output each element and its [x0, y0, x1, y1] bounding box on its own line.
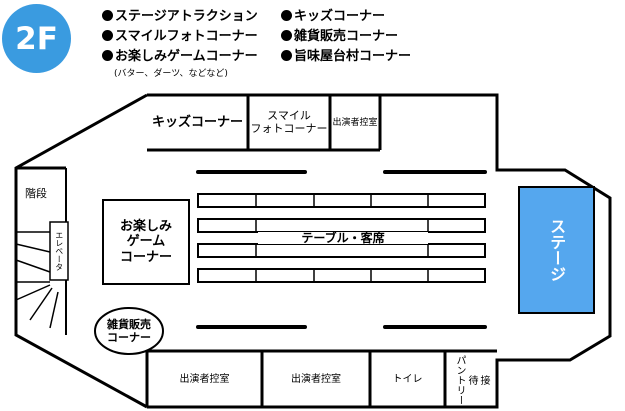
bullet-icon	[102, 30, 113, 41]
table-dividers	[255, 194, 429, 282]
bullet-icon	[281, 30, 292, 41]
divider-bars	[196, 170, 487, 329]
room-zakka-corner: 雑貨販売 コーナー	[107, 317, 151, 344]
game-corner-box	[102, 199, 190, 285]
room-toilet: トイレ	[392, 374, 423, 385]
room-tables: テーブル・客席	[258, 231, 428, 245]
room-green-room-top: 出演者控室	[332, 117, 378, 128]
room-green-room-bottom-2: 出演者控室	[291, 374, 341, 385]
room-elevator: エレベータ	[54, 231, 64, 271]
legend-item-stage-attraction: ステージアトラクション	[102, 10, 258, 24]
room-stairs: 階段	[25, 187, 47, 201]
bullet-icon	[102, 10, 113, 21]
stage-area	[518, 186, 595, 314]
room-kids-corner: キッズコーナー	[151, 115, 243, 131]
outer-wall-left	[14, 93, 148, 409]
table-rows	[197, 193, 486, 283]
zakka-oval	[94, 307, 164, 355]
bullet-icon	[281, 10, 292, 21]
legend-item-food: 旨味屋台村コーナー	[281, 50, 411, 64]
floor-badge: 2F	[2, 4, 71, 73]
legend-note: (バター、ダーツ、などなど)	[114, 69, 228, 79]
room-game-corner: お楽しみ ゲーム コーナー	[119, 218, 172, 265]
stairs-steps	[15, 231, 59, 329]
legend-item-zakka: 雑貨販売コーナー	[281, 30, 398, 44]
bullet-icon	[281, 50, 292, 61]
legend-item-kids: キッズコーナー	[281, 10, 385, 24]
elevator-box	[49, 221, 69, 281]
room-pantry: 接 待 パントリー	[454, 354, 489, 405]
room-stage: ステージ	[547, 218, 567, 282]
room-green-room-bottom-1: 出演者控室	[179, 374, 230, 385]
legend-item-photo: スマイルフォトコーナー	[102, 30, 258, 44]
outer-wall	[147, 93, 612, 409]
room-photo-corner: スマイル フォトコーナー	[250, 108, 328, 135]
legend-item-game: お楽しみゲームコーナー	[102, 50, 258, 64]
bullet-icon	[102, 50, 113, 61]
